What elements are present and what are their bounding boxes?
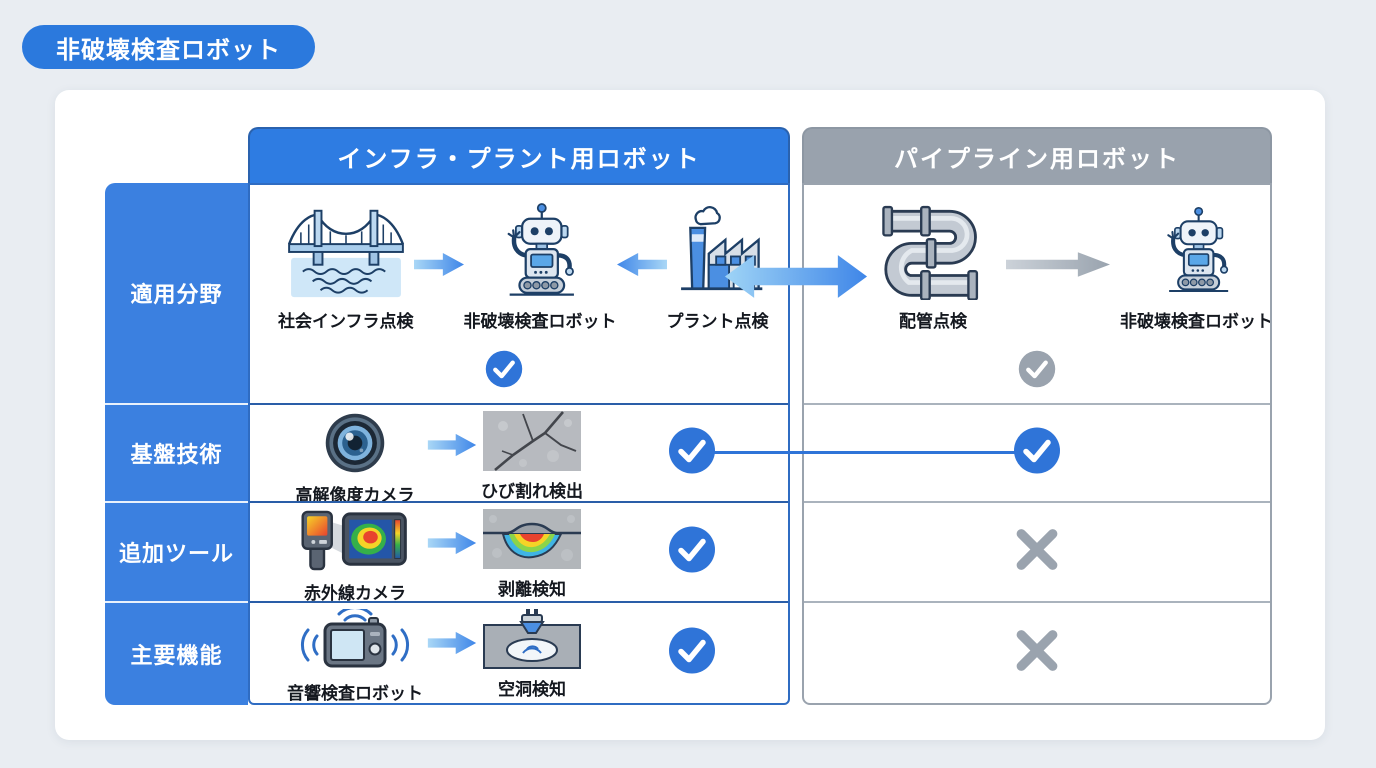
cavity-photo xyxy=(483,609,581,669)
check-icon xyxy=(668,627,716,680)
right-application-items: 配管点検 非破壊検査ロボット xyxy=(804,185,1270,332)
pipeline-panel-body: 配管点検 非破壊検査ロボット xyxy=(802,183,1272,705)
left-main-function-row: 音響検査ロボット 空洞検知 xyxy=(250,601,788,703)
acoustic-label: 音響検査ロボット xyxy=(287,684,423,703)
pipes-figure: 配管点検 xyxy=(874,199,992,332)
camera-lens-icon xyxy=(323,411,387,475)
infrared-label: 赤外線カメラ xyxy=(304,584,406,603)
cross-icon xyxy=(1014,628,1060,679)
infra-plant-panel-header: インフラ・プラント用ロボット xyxy=(248,127,790,183)
row-header-base-tech: 基盤技術 xyxy=(105,403,248,501)
row-header-application: 適用分野 xyxy=(130,282,223,307)
right-application-row: 配管点検 非破壊検査ロボット xyxy=(804,185,1270,403)
left-application-row: 社会インフラ点検 非破壊検査ロボット xyxy=(250,185,788,403)
title-badge-label: 非破壊検査ロボット xyxy=(56,36,281,64)
bridge-figure: 社会インフラ点検 xyxy=(278,199,414,332)
robot-figure-left: 非破壊検査ロボット xyxy=(464,199,617,332)
check-icon xyxy=(1018,350,1056,393)
left-addon-tool-row: 赤外線カメラ xyxy=(250,501,788,604)
row-header-main-function: 主要機能 xyxy=(105,601,248,705)
factory-label: プラント点検 xyxy=(666,312,769,331)
acoustic-device-icon xyxy=(297,609,413,673)
check-icon xyxy=(485,350,523,393)
check-icon xyxy=(668,526,716,579)
robot-figure-right: 非破壊検査ロボット xyxy=(1120,199,1272,332)
camera-figure: 高解像度カメラ xyxy=(289,411,421,506)
bridge-label: 社会インフラ点検 xyxy=(278,312,414,331)
crack-label: ひび割れ検出 xyxy=(481,482,583,501)
delamination-label: 剥離検知 xyxy=(498,580,566,599)
camera-label: 高解像度カメラ xyxy=(295,486,415,505)
cavity-figure: 空洞検知 xyxy=(480,609,584,700)
infra-plant-panel: インフラ・プラント用ロボット xyxy=(248,127,790,705)
robot-icon xyxy=(1156,199,1238,301)
infrared-camera-icon xyxy=(299,509,411,573)
infra-plant-panel-body: 社会インフラ点検 非破壊検査ロボット xyxy=(248,183,790,705)
crack-photo xyxy=(483,411,581,471)
delamination-photo xyxy=(483,509,581,569)
check-icon xyxy=(1013,427,1061,480)
arrow-right-icon xyxy=(426,530,478,561)
left-application-items: 社会インフラ点検 非破壊検査ロボット xyxy=(250,185,788,332)
check-icon xyxy=(668,427,716,480)
cross-icon xyxy=(1014,527,1060,578)
row-header-column: 適用分野 基盤技術 追加ツール 主要機能 xyxy=(105,183,248,705)
pipeline-panel: パイプライン用ロボット xyxy=(802,127,1272,705)
arrow-right-icon xyxy=(426,432,478,463)
acoustic-figure: 音響検査ロボット xyxy=(287,609,423,703)
pipes-label: 配管点検 xyxy=(899,312,967,331)
arrow-left-icon xyxy=(617,199,667,301)
arrow-right-icon xyxy=(414,199,464,301)
right-base-tech-row xyxy=(804,403,1270,501)
robot-label-left: 非破壊検査ロボット xyxy=(463,312,617,331)
cavity-label: 空洞検知 xyxy=(498,680,566,699)
robot-icon xyxy=(495,199,585,301)
arrow-right-icon xyxy=(426,630,478,661)
diagram-card: 適用分野 基盤技術 追加ツール 主要機能 インフラ・プラント用ロボット xyxy=(55,90,1325,740)
right-main-function-row xyxy=(804,601,1270,703)
base-tech-connector-line xyxy=(690,451,1040,454)
bridge-icon xyxy=(287,199,405,301)
left-base-tech-row: 高解像度カメラ ひび割れ検出 xyxy=(250,403,788,505)
right-addon-tool-row xyxy=(804,501,1270,601)
arrow-right-gray-icon xyxy=(992,199,1120,301)
robot-label-right: 非破壊検査ロボット xyxy=(1120,312,1272,331)
row-header-addon-tool: 追加ツール xyxy=(105,501,248,601)
pipeline-panel-header: パイプライン用ロボット xyxy=(802,127,1272,183)
delamination-figure: 剥離検知 xyxy=(480,509,584,600)
infrared-figure: 赤外線カメラ xyxy=(289,509,421,604)
crack-figure: ひび割れ検出 xyxy=(480,411,584,502)
arrow-double-icon xyxy=(723,251,869,307)
pipe-icon xyxy=(874,199,992,301)
title-badge: 非破壊検査ロボット xyxy=(22,25,315,69)
